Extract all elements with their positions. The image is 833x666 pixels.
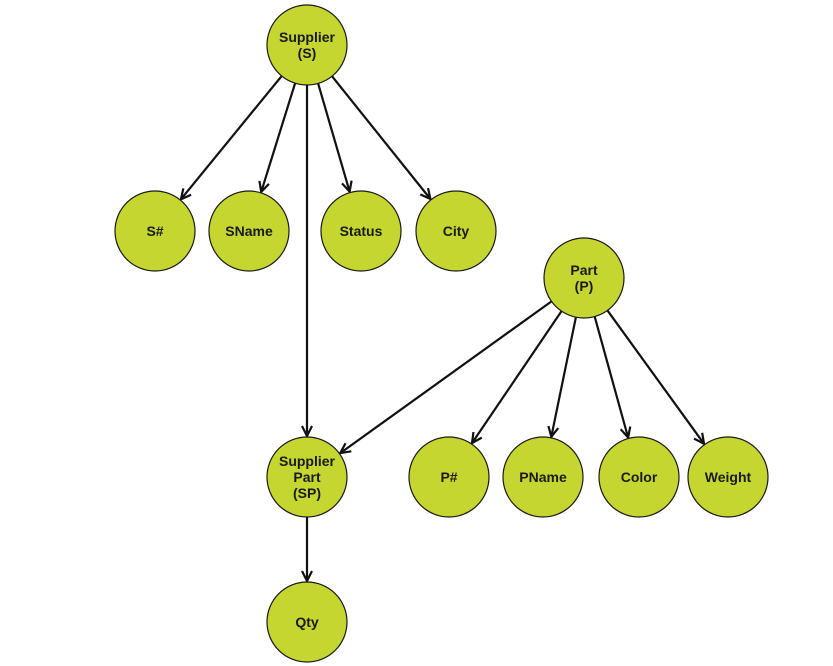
node-label: (SP) (293, 485, 321, 501)
edge-supplier-to-s-num (181, 72, 286, 199)
node-label: (P) (575, 278, 594, 294)
node-weight: Weight (687, 436, 769, 518)
node-label: Status (340, 223, 383, 239)
node-circle (502, 436, 584, 518)
node-part: Part(P) (543, 237, 625, 319)
node-circle (266, 436, 348, 518)
node-label: Supplier (279, 29, 336, 45)
node-label: S# (146, 223, 163, 239)
node-supplier: Supplier(S) (266, 4, 348, 86)
node-label: (S) (298, 45, 317, 61)
node-circle (408, 436, 490, 518)
node-circle (415, 190, 497, 272)
node-label: City (443, 223, 470, 239)
node-pname: PName (502, 436, 584, 518)
node-label: SName (225, 223, 273, 239)
node-color: Color (598, 436, 680, 518)
node-circle (543, 237, 625, 319)
edge-part-to-color (592, 312, 629, 438)
node-label: Part (293, 469, 321, 485)
edge-supplier-to-city (328, 72, 431, 199)
node-status: Status (320, 190, 402, 272)
node-circle (320, 190, 402, 272)
node-s-num: S# (114, 190, 196, 272)
node-sname: SName (208, 190, 290, 272)
node-circle (687, 436, 769, 518)
node-label: Part (570, 262, 598, 278)
node-label: Qty (295, 614, 319, 630)
node-circle (208, 190, 290, 272)
edge-part-to-p-num (472, 307, 565, 443)
edge-part-to-pname (551, 313, 578, 437)
node-label: Supplier (279, 453, 336, 469)
edge-supplier-to-status (315, 79, 350, 192)
node-circle (114, 190, 196, 272)
node-circle (266, 4, 348, 86)
node-p-num: P# (408, 436, 490, 518)
node-label: Color (621, 469, 658, 485)
node-label: P# (440, 469, 457, 485)
node-circle (598, 436, 680, 518)
edges (181, 72, 704, 581)
edge-part-to-supplier-part (340, 298, 556, 453)
node-city: City (415, 190, 497, 272)
node-label: PName (519, 469, 567, 485)
node-circle (266, 581, 348, 663)
edge-supplier-to-sname (261, 79, 298, 191)
node-label: Weight (705, 469, 752, 485)
edge-part-to-weight (604, 306, 704, 444)
node-qty: Qty (266, 581, 348, 663)
